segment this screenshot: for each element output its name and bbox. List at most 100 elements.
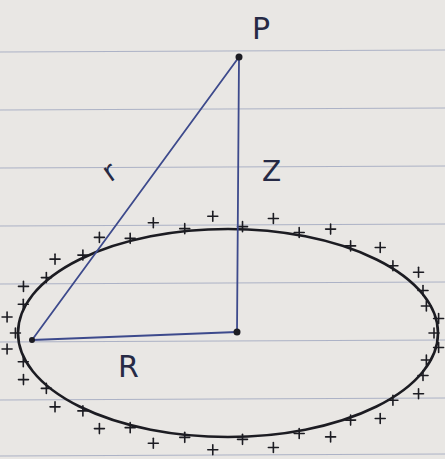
plus-sign (18, 357, 28, 367)
plus-sign (208, 211, 218, 221)
plus-sign (2, 344, 12, 354)
plus-bar (330, 224, 332, 234)
plus-sign (346, 415, 356, 425)
charged-ring (18, 229, 438, 437)
plus-sign (268, 443, 278, 453)
plus-sign (375, 414, 385, 424)
plus-bar (82, 406, 84, 416)
plus-bar (23, 281, 25, 291)
plus-bar (212, 445, 214, 455)
plus-sign (238, 222, 248, 232)
plus-bar (379, 414, 381, 424)
plus-sign (418, 286, 428, 296)
ruled-line (0, 454, 445, 456)
radius-label: R (118, 352, 139, 382)
plus-sign (78, 406, 88, 416)
plus-sign (421, 301, 431, 311)
plus-bar (6, 312, 8, 322)
plus-bar (392, 395, 394, 405)
plus-sign (41, 273, 51, 283)
plus-bar (184, 224, 186, 234)
plus-sign (148, 218, 158, 228)
plus-sign (10, 328, 20, 338)
plus-bar (426, 301, 428, 311)
point-label: P (252, 14, 270, 44)
plus-sign (388, 395, 398, 405)
plus-sign (434, 313, 444, 323)
plus-bar (350, 415, 352, 425)
plus-bar (438, 343, 440, 353)
plus-sign (208, 445, 218, 455)
plus-bar (6, 344, 8, 354)
plus-bar (273, 443, 275, 453)
ruled-line (0, 50, 445, 52)
plus-bar (298, 428, 300, 438)
paper-lines (0, 50, 445, 456)
plus-bar (212, 211, 214, 221)
plus-bar (418, 389, 420, 399)
plus-bar (422, 370, 424, 380)
plus-sign (418, 370, 428, 380)
plus-bar (153, 438, 155, 448)
plus-bar (129, 423, 131, 433)
plus-bar (330, 432, 332, 442)
plus-bar (99, 424, 101, 434)
ruled-line (0, 166, 445, 168)
plus-bar (54, 254, 56, 264)
plus-sign (294, 228, 304, 238)
plus-sign (2, 312, 12, 322)
plus-sign (41, 383, 51, 393)
ruled-line (0, 108, 445, 110)
plus-bar (23, 375, 25, 385)
plus-bar (22, 299, 24, 309)
axis-line (237, 57, 239, 332)
plus-bar (418, 267, 420, 277)
plus-sign (375, 242, 385, 252)
plus-bar (392, 261, 394, 271)
ruled-line (0, 340, 445, 342)
plus-sign (388, 261, 398, 271)
plus-sign (414, 389, 424, 399)
plus-bar (273, 213, 275, 223)
plus-sign (18, 281, 28, 291)
distance-label: r (97, 157, 122, 187)
center-point (234, 329, 241, 336)
plus-bar (438, 313, 440, 323)
plus-sign (125, 423, 135, 433)
plus-bar (379, 242, 381, 252)
plus-sign (50, 402, 60, 412)
plus-sign (125, 233, 135, 243)
ruled-line (0, 224, 445, 226)
plus-sign (326, 224, 336, 234)
plus-bar (242, 222, 244, 232)
plus-sign (18, 375, 28, 385)
plus-sign (421, 355, 431, 365)
plus-bar (99, 232, 101, 242)
plus-bar (22, 357, 24, 367)
plus-sign (78, 250, 88, 260)
plus-bar (153, 218, 155, 228)
plus-sign (429, 328, 439, 338)
plus-sign (326, 432, 336, 442)
plus-sign (414, 267, 424, 277)
plus-bar (82, 250, 84, 260)
plus-sign (180, 432, 190, 442)
plus-bar (184, 432, 186, 442)
plus-sign (148, 438, 158, 448)
plus-sign (294, 428, 304, 438)
plus-sign (346, 241, 356, 251)
plus-bar (46, 273, 48, 283)
plus-bar (426, 355, 428, 365)
plus-sign (94, 232, 104, 242)
plus-bar (422, 286, 424, 296)
plus-sign (18, 299, 28, 309)
plus-bar (433, 328, 435, 338)
plus-bar (350, 241, 352, 251)
plus-sign (180, 224, 190, 234)
plus-sign (50, 254, 60, 264)
charge-signs (2, 211, 444, 454)
ring-point (29, 337, 35, 343)
height-label: Z (262, 158, 281, 186)
plus-sign (434, 343, 444, 353)
